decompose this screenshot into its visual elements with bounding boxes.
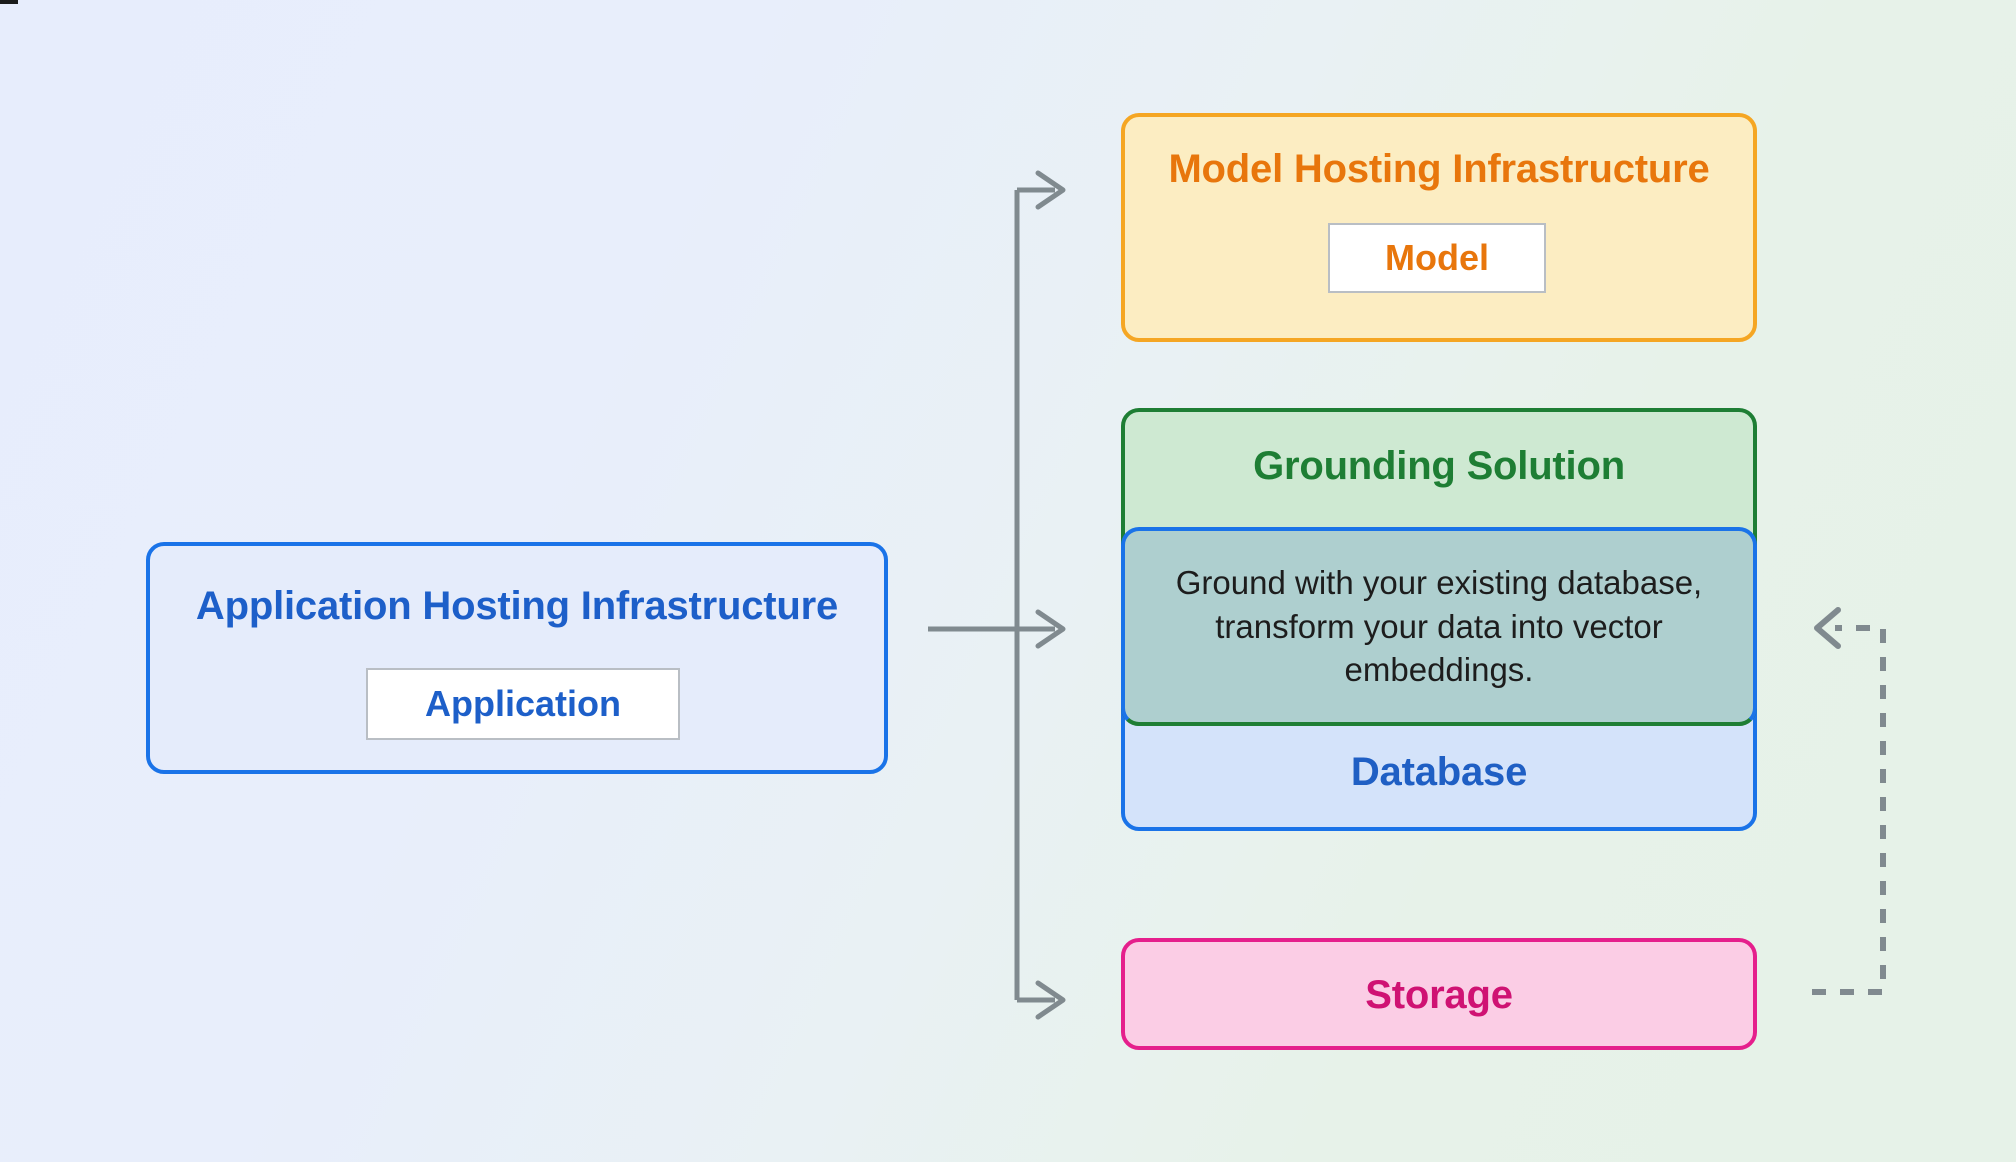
application-hosting-title: Application Hosting Infrastructure (195, 584, 839, 628)
storage-box[interactable]: Storage (1121, 938, 1757, 1050)
model-hosting-infrastructure-box[interactable]: Model Hosting Infrastructure Model (1121, 113, 1757, 342)
corner-marker (0, 0, 18, 4)
model-chip[interactable]: Model (1328, 223, 1546, 293)
grounding-solution-title: Grounding Solution (1253, 444, 1625, 488)
arrowhead-grounding (1035, 609, 1066, 649)
connector-storage-feedback-dashed (1812, 625, 1886, 995)
model-hosting-title: Model Hosting Infrastructure (1168, 147, 1710, 191)
grounding-database-overlap-region[interactable]: Ground with your existing database, tran… (1121, 527, 1757, 726)
database-title: Database (1350, 750, 1528, 794)
application-chip[interactable]: Application (366, 668, 680, 740)
overlap-description: Ground with your existing database, tran… (1175, 564, 1703, 689)
arrowhead-storage (1035, 980, 1066, 1020)
arrowhead-model (1035, 170, 1066, 210)
arrowhead-storage-feedback (1814, 607, 1841, 649)
storage-title: Storage (1365, 973, 1513, 1017)
application-hosting-infrastructure-box[interactable]: Application Hosting Infrastructure Appli… (146, 542, 888, 774)
